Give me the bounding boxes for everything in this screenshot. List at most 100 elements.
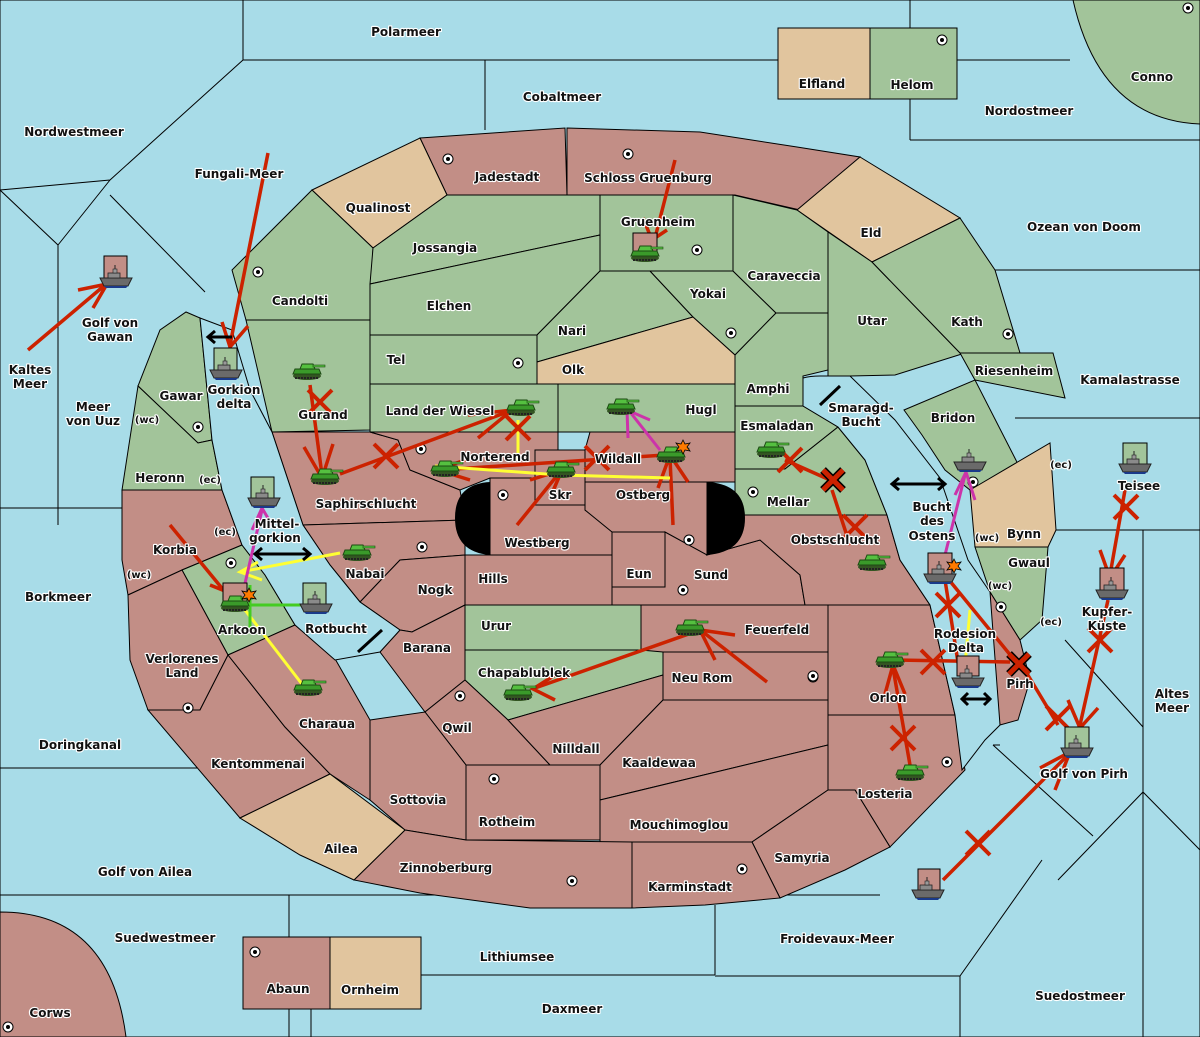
- region-bynn[interactable]: [969, 442, 1057, 548]
- unit-fleet-rotbucht[interactable]: [299, 582, 333, 615]
- label-kath: Kath: [951, 315, 983, 329]
- supply-center-icon: [512, 357, 524, 369]
- label-mellar: Mellar: [767, 495, 809, 509]
- region-ornheim[interactable]: [329, 936, 422, 1010]
- orders: [26, 152, 1140, 882]
- supply-center-icon: [454, 690, 466, 702]
- label-abaun: Abaun: [266, 982, 309, 996]
- label-kaaldewaa: Kaaldewaa: [622, 756, 696, 770]
- label-pirh: Pirh: [1006, 677, 1033, 691]
- label-norterend: Norterend: [460, 450, 529, 464]
- label-orlon: Orlon: [869, 691, 906, 705]
- label-candolti: Candolti: [272, 294, 328, 308]
- unit-fleet-teisee[interactable]: [1118, 442, 1152, 475]
- label-riesenheim: Riesenheim: [975, 364, 1054, 378]
- label-altes-meer-2: Meer: [1155, 701, 1189, 715]
- label-westberg: Westberg: [504, 536, 569, 550]
- supply-center-icon: [683, 534, 695, 546]
- label-kentommenai: Kentommenai: [211, 757, 305, 771]
- unit-army-arkoon[interactable]: [220, 582, 257, 613]
- supply-center-icon: [736, 863, 748, 875]
- label-lithiumsee: Lithiumsee: [480, 950, 555, 964]
- coast-label-gwaul-ec: (ec): [1040, 617, 1062, 628]
- label-hugl: Hugl: [685, 403, 716, 417]
- supply-center-icon: [488, 773, 500, 785]
- unit-fleet-golf-von-gawan[interactable]: [99, 255, 133, 289]
- label-samyria: Samyria: [774, 851, 829, 865]
- label-qualinost: Qualinost: [346, 201, 411, 215]
- label-borkmeer: Borkmeer: [25, 590, 91, 604]
- label-meer-von-uuz-2: von Uuz: [66, 414, 120, 428]
- coast-label-bynn-ec: (ec): [1050, 460, 1072, 471]
- label-elchen: Elchen: [427, 299, 472, 313]
- unit-fleet-bucht-des-ostens-dislodged[interactable]: [923, 552, 962, 585]
- label-nordwestmeer: Nordwestmeer: [24, 125, 124, 139]
- label-yokai: Yokai: [689, 287, 726, 301]
- region-kath[interactable]: [871, 217, 1021, 354]
- label-sottovia: Sottovia: [390, 793, 447, 807]
- label-eun: Eun: [626, 567, 651, 581]
- supply-center-icon: [566, 875, 578, 887]
- label-nogk: Nogk: [418, 583, 454, 597]
- unit-fleet-rodesion-delta[interactable]: [951, 655, 985, 689]
- region-conno[interactable]: [1072, 0, 1200, 125]
- unit-fleet-gorkion-delta[interactable]: [209, 347, 243, 381]
- region-gwaul[interactable]: [974, 546, 1049, 641]
- label-teisee: Teisee: [1118, 479, 1160, 493]
- unit-army-gruenheim[interactable]: [630, 232, 664, 263]
- supply-center-icon: [936, 34, 948, 46]
- region-ailea[interactable]: [238, 773, 406, 881]
- unit-fleet-kupfer-kueste[interactable]: [1095, 567, 1129, 601]
- label-arkoon: Arkoon: [218, 623, 266, 637]
- label-smaragd-bucht-2: Bucht: [841, 415, 880, 429]
- supply-center-icon: [252, 266, 264, 278]
- unit-fleet-golf-von-pirh[interactable]: [1060, 726, 1094, 759]
- label-conno: Conno: [1131, 70, 1173, 84]
- label-golf-von-gawan-1: Golf von: [82, 316, 138, 330]
- coast-label-bynn-wc: (wc): [975, 533, 999, 544]
- unit-fleet-froidevaux-meer[interactable]: [911, 868, 945, 901]
- inner-seas: [199, 317, 1001, 772]
- supply-center-icon: [192, 421, 204, 433]
- unit-fleet-mittel-gorkion[interactable]: [247, 476, 281, 509]
- label-korbia: Korbia: [153, 543, 197, 557]
- label-sund: Sund: [694, 568, 728, 582]
- label-elfland: Elfland: [799, 77, 845, 91]
- label-charaua: Charaua: [299, 717, 355, 731]
- label-bucht-des-ostens-1: Bucht: [912, 500, 951, 514]
- label-suedostmeer: Suedostmeer: [1035, 989, 1125, 1003]
- label-neu-rom: Neu Rom: [672, 671, 733, 685]
- label-gurand: Gurand: [298, 408, 348, 422]
- supply-center-icon: [1002, 328, 1014, 340]
- supply-center-icon: [622, 148, 634, 160]
- region-corws[interactable]: [0, 911, 127, 1037]
- label-bucht-des-ostens-2: des: [920, 514, 944, 528]
- label-gwaul: Gwaul: [1008, 556, 1050, 570]
- label-kupfer-kueste-1: Kupfer-: [1082, 605, 1132, 619]
- label-meer-von-uuz-1: Meer: [76, 400, 110, 414]
- units: [99, 232, 1152, 901]
- move-arrows: [26, 152, 1127, 882]
- supply-center-icon: [995, 601, 1007, 613]
- label-karminstadt: Karminstadt: [648, 880, 732, 894]
- region-gruenheim[interactable]: [599, 194, 734, 272]
- label-rodesion-delta-2: Delta: [948, 641, 984, 655]
- label-zinnoberburg: Zinnoberburg: [400, 861, 492, 875]
- region-zinnoberburg[interactable]: [352, 829, 633, 909]
- label-doringkanal: Doringkanal: [39, 738, 121, 752]
- label-mittel-gorkion-2: gorkion: [249, 531, 301, 545]
- label-gorkion-delta-2: delta: [217, 397, 252, 411]
- supply-center-icon: [182, 702, 194, 714]
- coast-label-gwaul-wc: (wc): [988, 581, 1012, 592]
- region-riesenheim[interactable]: [959, 352, 1066, 399]
- label-hills: Hills: [478, 572, 508, 586]
- label-rotbucht: Rotbucht: [305, 622, 367, 636]
- supply-center-icon: [225, 557, 237, 569]
- region-helom[interactable]: [869, 27, 958, 100]
- label-schloss-gruenburg: Schloss Gruenburg: [584, 171, 712, 185]
- label-ozean-von-doom: Ozean von Doom: [1027, 220, 1141, 234]
- label-kaltes-meer-2: Meer: [13, 377, 47, 391]
- coast-label-heronn-ec: (ec): [199, 475, 221, 486]
